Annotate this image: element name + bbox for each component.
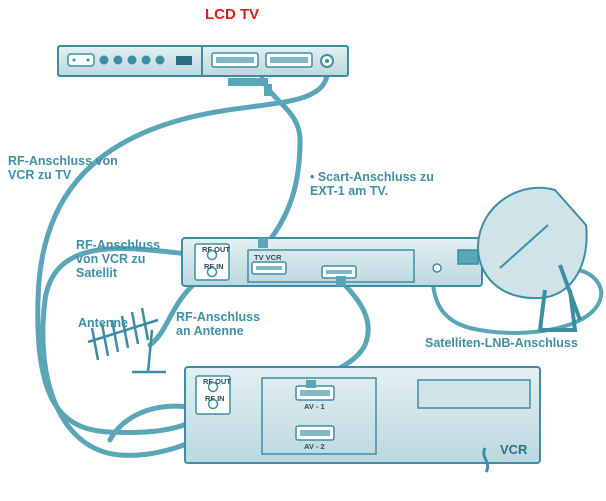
label-rf-vcr-to-tv: RF-Anschluss von VCR zu TV (8, 154, 118, 182)
vga-port (67, 53, 95, 67)
label-rf-vcr-to-satellite: RF-Anschluss von VCR zu Satellit (76, 238, 161, 280)
cable-sat-rfout-vcr (40, 246, 218, 458)
cable-vcr-rfout (107, 403, 198, 443)
hdmi-port (176, 56, 192, 65)
cable-plugs (258, 84, 346, 388)
label-rf-antenna: RF-Anschluss an Antenne (176, 310, 261, 338)
diagram-title: LCD TV (205, 6, 260, 23)
antenna-icon (87, 307, 166, 374)
label-antenna: Antenne (78, 316, 128, 330)
vcr-device (184, 366, 541, 473)
sat-rf-out-label: RF OUT (202, 245, 230, 254)
lnb-port (432, 263, 442, 273)
label-vcr: VCR (500, 442, 528, 457)
satellite-receiver (181, 237, 483, 287)
vcr-av1-label: AV - 1 (304, 402, 325, 411)
vcr-av2-label: AV - 2 (304, 442, 325, 451)
label-scart-ext1: • Scart-Anschluss zu EXT-1 am TV. (310, 170, 434, 198)
label-satellite-lnb: Satelliten-LNB-Anschluss (425, 336, 578, 350)
sat-tv-vcr-label: TV VCR (254, 253, 282, 262)
audio-jacks (99, 55, 165, 65)
vcr-rf-in-label: RF IN (205, 394, 225, 403)
cables (35, 72, 604, 458)
lcd-tv-panel (57, 45, 349, 86)
vcr-rf-out-label: RF OUT (203, 377, 231, 386)
satellite-dish (457, 186, 588, 332)
sat-rf-in-label: RF IN (204, 262, 224, 271)
